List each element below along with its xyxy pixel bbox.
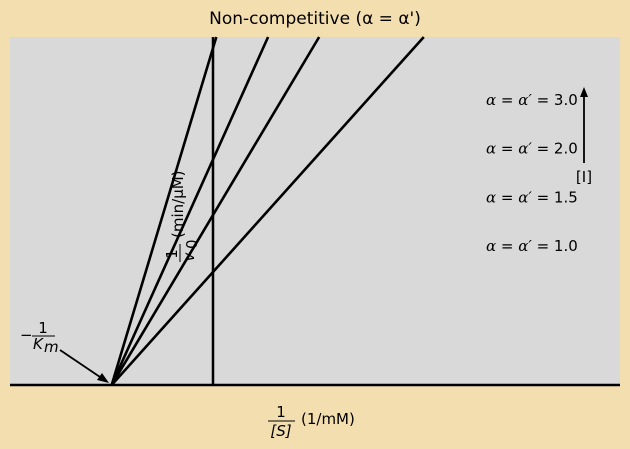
legend-item-alpha-1-0: α = α′ = 1.0 [486,237,578,255]
x-label-denominator: [S] [270,422,291,440]
chart-title: Non-competitive (α = α') [209,9,421,29]
legend-item-alpha-1-5: α = α′ = 1.5 [486,188,578,206]
x-axis-label: 1 [S] (1/mM) [268,403,355,440]
y-label-denominator: v [180,251,198,261]
series-line-alpha-3-0 [110,36,218,386]
series-line-alpha-2-0 [110,36,270,386]
intercept-numerator: 1 [38,319,48,337]
intercept-denominator: K [33,335,44,353]
y-label-numerator: 1 [163,249,181,259]
intercept-arrow-line [59,349,104,380]
series-line-alpha-1-5 [110,36,321,386]
plot-background [10,37,620,385]
intercept-annotation: − 1 K m [20,319,109,383]
intercept-arrow-head [97,373,109,383]
y-axis-label: 1 v 0 (min/μM) [163,170,201,262]
legend-item-alpha-3-0: α = α′ = 3.0 [486,91,578,109]
legend: α = α′ = 3.0 α = α′ = 2.0 α = α′ = 1.5 α = … [486,91,578,255]
legend-item-alpha-2-0: α = α′ = 2.0 [486,140,578,158]
inhibitor-arrow: [I] [576,87,592,186]
y-label-subscript: 0 [183,239,201,249]
series-layer [110,36,425,386]
intercept-subscript: m [44,338,59,356]
inhibitor-arrow-label: [I] [576,168,592,186]
inhibitor-arrow-head [580,87,588,97]
intercept-sign: − [20,326,33,344]
x-label-unit: (1/mM) [301,410,355,428]
y-label-unit: (min/μM) [169,170,187,238]
x-label-numerator: 1 [276,403,286,421]
series-line-alpha-1-0 [110,36,425,386]
